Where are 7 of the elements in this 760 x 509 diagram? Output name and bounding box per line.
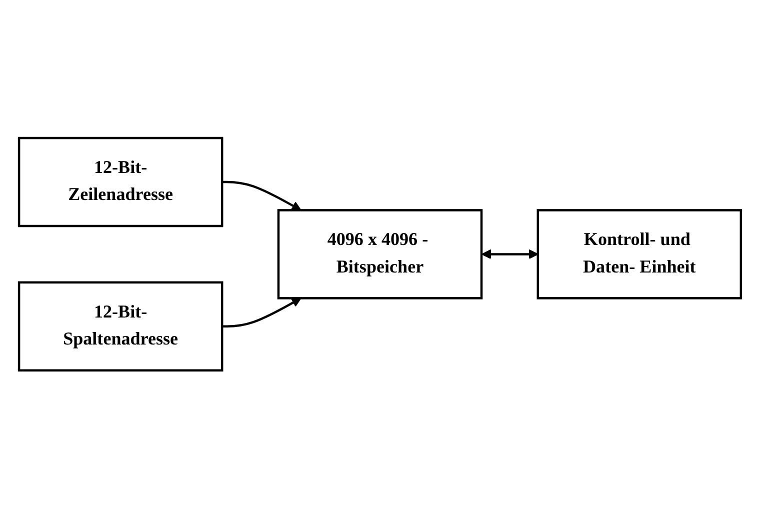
node-box: 12-Bit-Zeilenadresse (18, 137, 224, 228)
arrow (482, 250, 538, 260)
arrow (222, 298, 302, 328)
arrow (222, 181, 302, 211)
node-box: 12-Bit-Spaltenadresse (18, 282, 224, 372)
node-box: 4096 x 4096 - Bitspeicher (277, 209, 483, 300)
node-box: Kontroll- und Daten- Einheit (536, 209, 742, 300)
